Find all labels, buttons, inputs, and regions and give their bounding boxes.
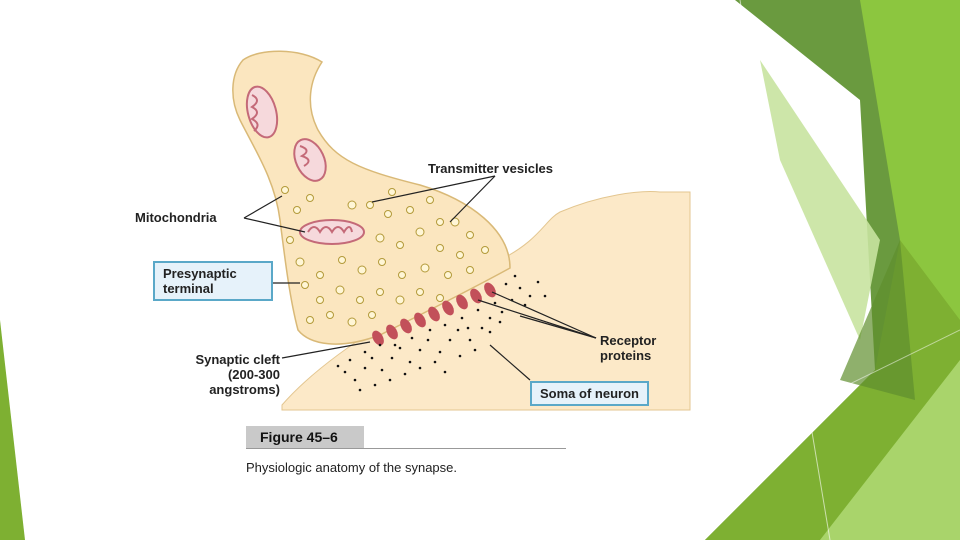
label-presynaptic-terminal: Presynaptic terminal (153, 261, 273, 301)
label-mitochondria: Mitochondria (135, 210, 217, 225)
label-transmitter-vesicles: Transmitter vesicles (428, 161, 553, 176)
green-decoration-right (705, 0, 960, 540)
label-soma-of-neuron: Soma of neuron (530, 381, 649, 406)
green-decoration-left (0, 320, 25, 540)
label-receptor-proteins: Receptor proteins (600, 333, 656, 363)
synaptic-cleft-line1: Synaptic cleft (172, 352, 280, 367)
figure-caption: Physiologic anatomy of the synapse. (246, 460, 457, 475)
synaptic-cleft-line3: angstroms) (172, 382, 280, 397)
label-synaptic-cleft: Synaptic cleft (200-300 angstroms) (172, 352, 280, 397)
figure-rule (246, 448, 566, 449)
synaptic-cleft-line2: (200-300 (172, 367, 280, 382)
receptor-line2: proteins (600, 348, 656, 363)
receptor-line1: Receptor (600, 333, 656, 348)
figure-title: Figure 45–6 (246, 426, 364, 448)
